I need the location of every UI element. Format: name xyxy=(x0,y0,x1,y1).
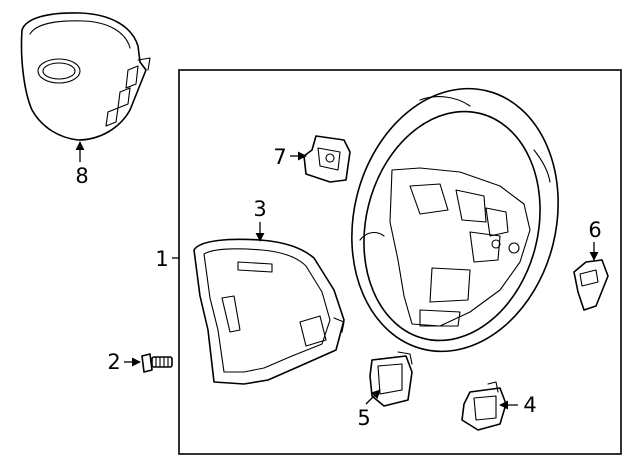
leader-5 xyxy=(365,389,381,405)
callout-6: 6 xyxy=(588,218,601,242)
callout-8: 8 xyxy=(75,164,88,188)
switch-4[interactable] xyxy=(461,381,507,431)
airbag-module[interactable] xyxy=(20,12,151,141)
callout-4: 4 xyxy=(523,393,536,417)
switch-bracket[interactable] xyxy=(303,135,351,183)
bolt[interactable] xyxy=(141,353,173,373)
steering-wheel[interactable] xyxy=(325,67,585,374)
paddle-switch[interactable] xyxy=(573,259,609,311)
callout-3: 3 xyxy=(253,197,266,221)
back-cover[interactable] xyxy=(193,238,345,385)
assembly-box xyxy=(178,69,622,455)
callout-1: 1 xyxy=(155,247,168,271)
callout-2: 2 xyxy=(107,350,120,374)
switch-5[interactable] xyxy=(369,351,413,407)
callout-7: 7 xyxy=(273,145,286,169)
callout-5: 5 xyxy=(357,406,370,430)
